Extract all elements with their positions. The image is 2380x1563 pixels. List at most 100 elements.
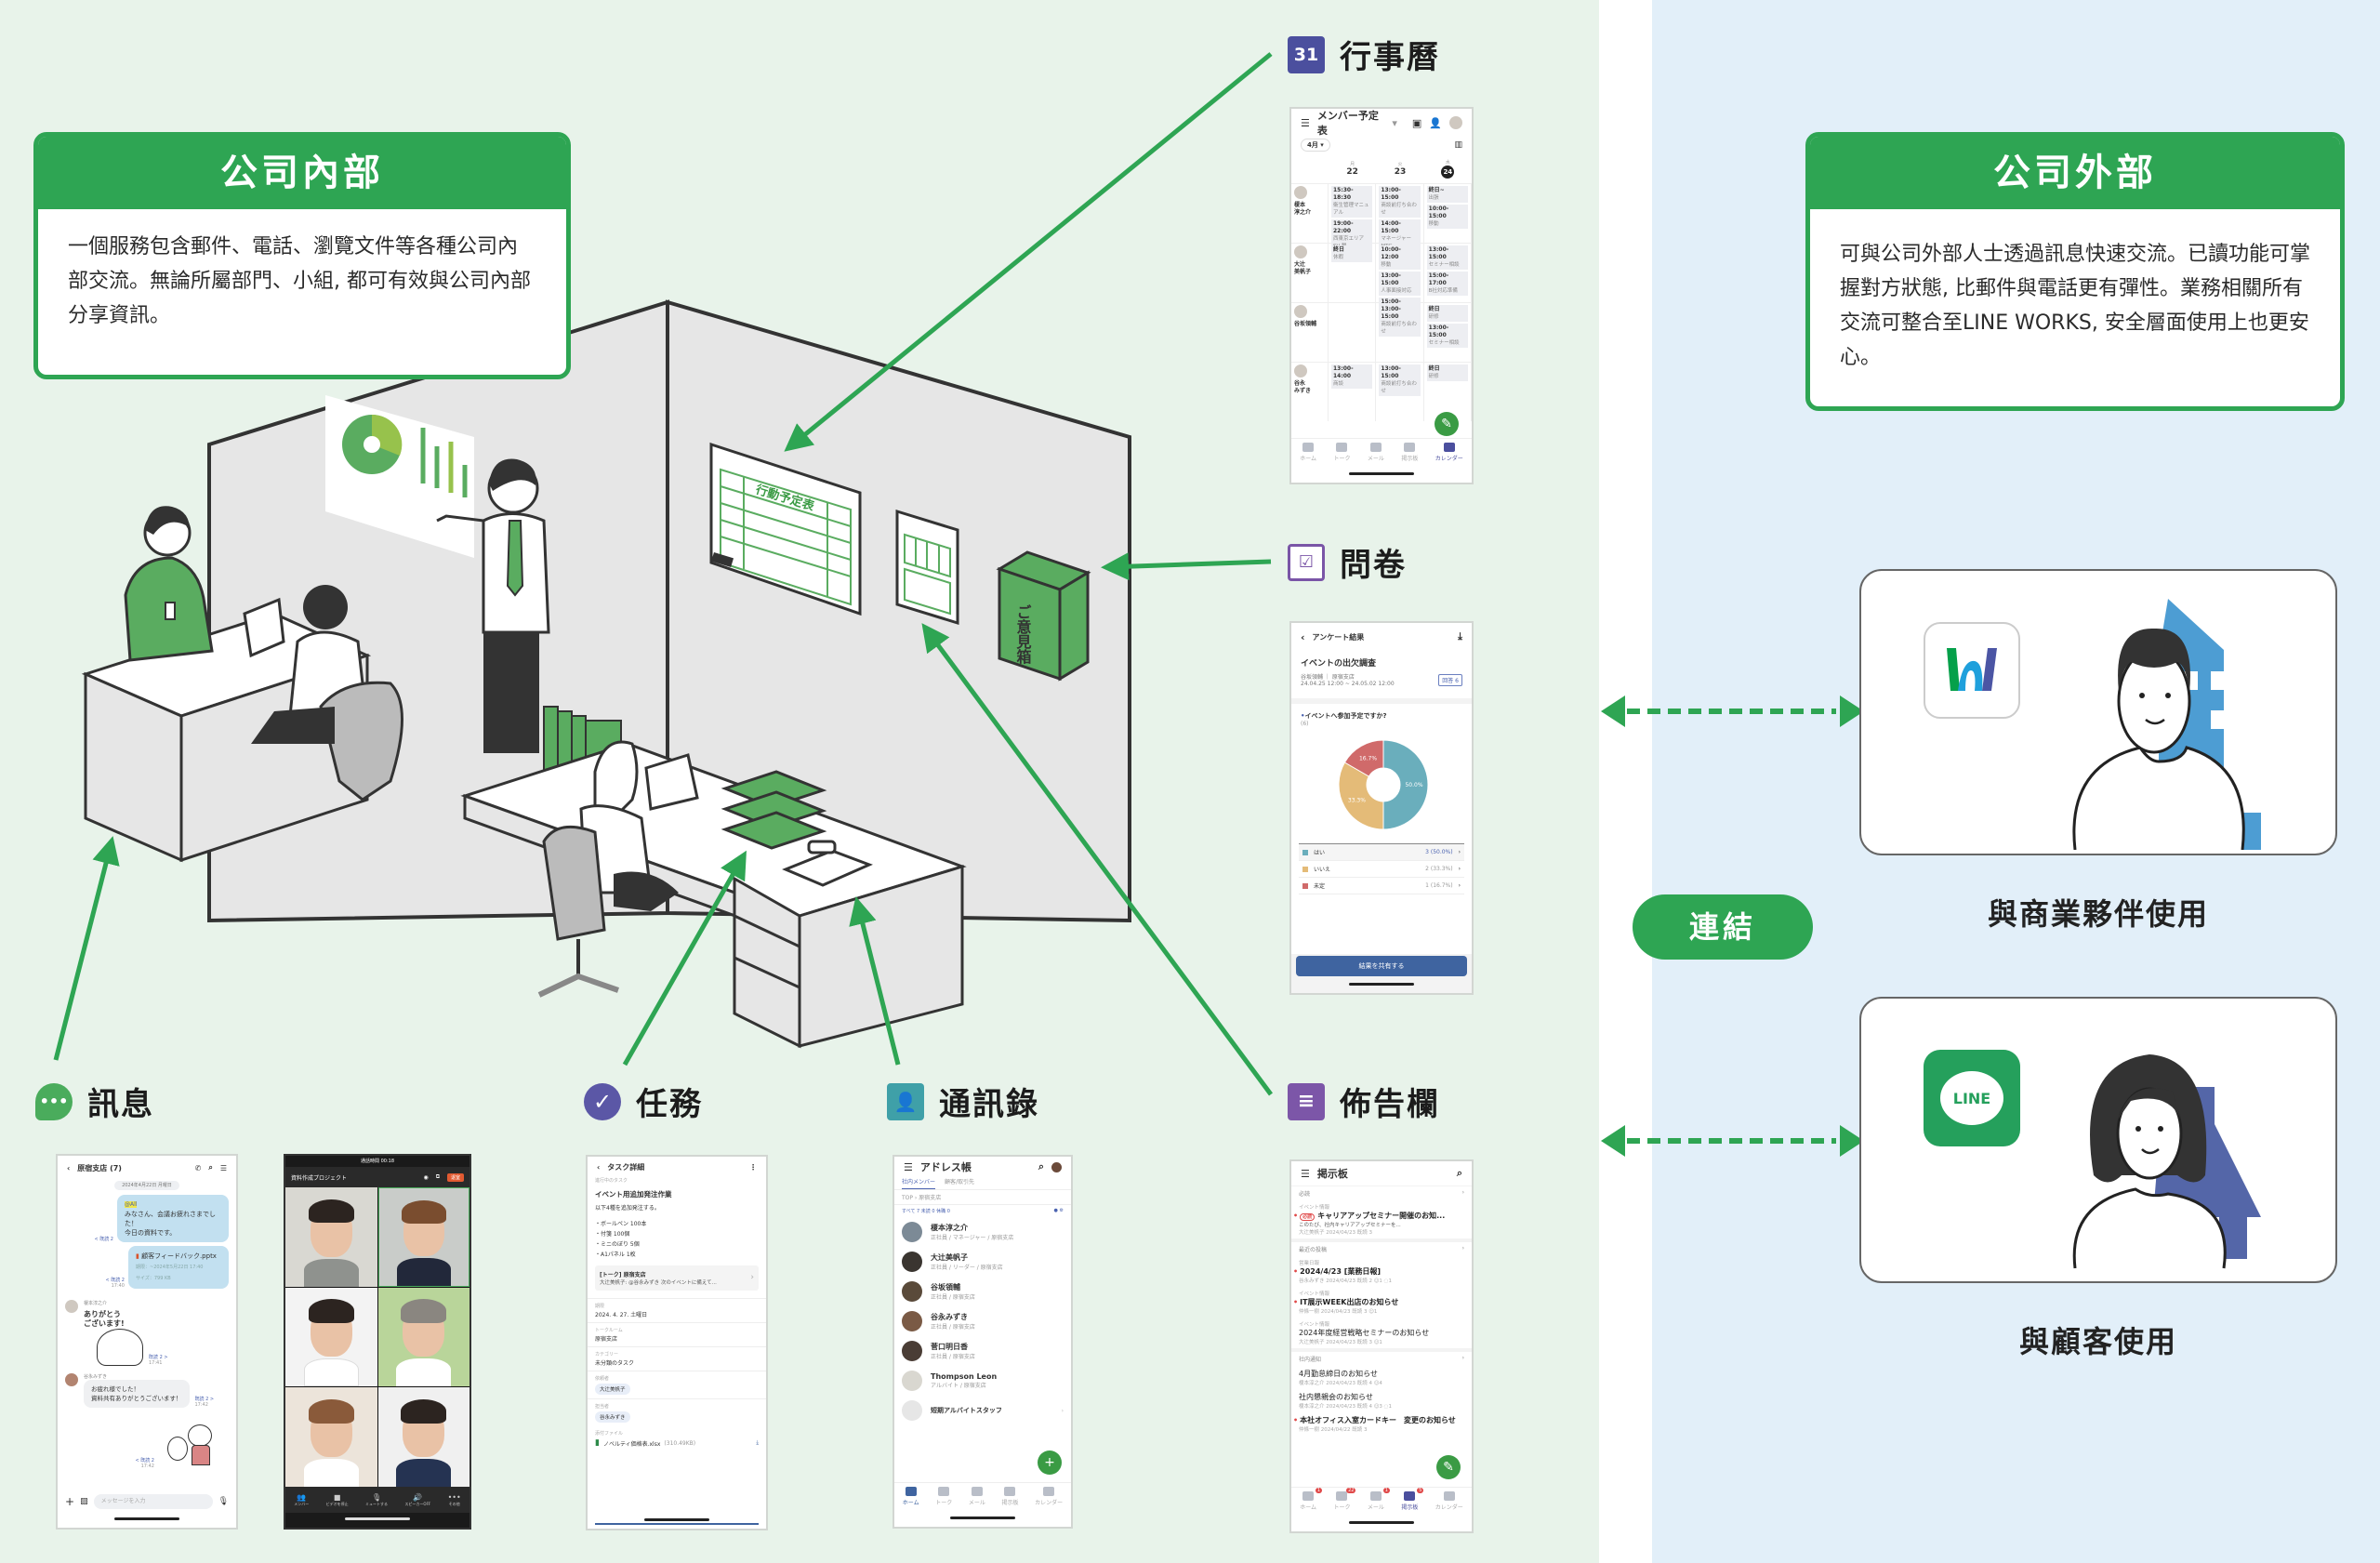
calendar-event[interactable]: 終日研修 <box>1426 364 1468 381</box>
board-section-header[interactable]: 社内通知› <box>1291 1348 1472 1366</box>
video-tile[interactable] <box>377 1187 469 1287</box>
contact-row[interactable]: 谷坂領輔正社員 / 原宿支店 <box>894 1277 1071 1306</box>
video-tile[interactable] <box>285 1387 377 1487</box>
menu-icon[interactable]: ☰ <box>904 1160 913 1173</box>
linked-talk-card[interactable]: [トーク] 原宿支店 大辻美帆子: @谷永みずき 次のイベントに備えて... › <box>595 1265 759 1291</box>
video-tile[interactable] <box>377 1387 469 1487</box>
image-icon[interactable]: ▨ <box>80 1497 88 1506</box>
group-row[interactable]: 短期アルバイトスタッフ › <box>894 1396 1071 1425</box>
back-icon[interactable]: ‹ <box>1301 630 1305 643</box>
tab-掲示板[interactable]: 掲示板 <box>1401 443 1418 462</box>
contact-row[interactable]: 菅口明日香正社員 / 原宿支店 <box>894 1336 1071 1366</box>
camera-switch-icon[interactable]: ◉ <box>423 1173 429 1181</box>
tab-メール[interactable]: メール <box>969 1487 985 1506</box>
donut-slice-1[interactable] <box>1382 739 1429 830</box>
tab-ホーム[interactable]: ホーム <box>903 1487 919 1506</box>
donut-slice-2[interactable] <box>1338 762 1384 830</box>
search-icon[interactable]: ⌕ <box>1456 1167 1462 1179</box>
video-tile[interactable] <box>285 1287 377 1387</box>
tab-カレンダー[interactable]: カレンダー <box>1435 1491 1463 1511</box>
share-results-button[interactable]: 結果を共有する <box>1296 956 1467 976</box>
member-cell[interactable]: 谷坂領輔 <box>1291 303 1329 362</box>
call-control-2[interactable]: ■ビデオを停止 <box>325 1492 349 1506</box>
menu-icon[interactable]: ☰ <box>1301 1167 1310 1180</box>
sender-avatar[interactable] <box>65 1300 78 1313</box>
message-input[interactable]: メッセージを入力 <box>93 1494 213 1509</box>
calendar-day-cell[interactable]: 終日研修 <box>1424 363 1472 421</box>
file-attachment-message[interactable]: ▮ 顧客フィードバック.pptx 期限：~2024年5月22日 17:40 サイ… <box>128 1246 229 1289</box>
download-icon[interactable]: ⤓ <box>1458 630 1462 642</box>
view-toggle-icon[interactable]: ▥ <box>1454 140 1462 150</box>
tab-掲示板[interactable]: 掲示板 <box>1001 1487 1019 1506</box>
board-post[interactable]: 4月勤怠締日のお知らせ榎本淳之介 2024/04/23 既読 4 ☺4 <box>1291 1366 1472 1389</box>
leave-call-button[interactable]: 退室 <box>446 1172 464 1182</box>
contacts-tab[interactable]: 社内メンバー <box>902 1177 936 1189</box>
contact-row[interactable]: 榎本淳之介正社員 / マネージャー / 原宿支店 <box>894 1217 1071 1247</box>
member-cell[interactable]: 谷永 みずき <box>1291 363 1329 421</box>
dropdown-icon[interactable]: ▾ <box>1392 116 1397 129</box>
month-selector[interactable]: 4月 ▾ <box>1301 139 1330 152</box>
contact-row[interactable]: 谷永みずき正社員 / 原宿支店 <box>894 1306 1071 1336</box>
back-icon[interactable]: ‹ <box>597 1162 601 1172</box>
edit-fab-button[interactable]: ✎ <box>1435 412 1459 436</box>
people-icon[interactable]: 👤 <box>1429 116 1442 129</box>
sender-avatar[interactable] <box>65 1373 78 1386</box>
donut-slice-3[interactable] <box>1343 739 1384 777</box>
member-cell[interactable]: 大辻 美帆子 <box>1291 244 1329 325</box>
responses-badge[interactable]: 回答 6 <box>1438 673 1462 686</box>
menu-icon[interactable]: ☰ <box>219 1163 227 1172</box>
tab-トーク[interactable]: トーク <box>935 1487 952 1506</box>
search-icon[interactable]: ⌕ <box>208 1163 213 1172</box>
calendar-day-cell[interactable]: 終日休暇 <box>1329 244 1377 325</box>
board-post[interactable]: イベント情報必読キャリアアップセミナー開催のお知...このたび、社内キャリアアッ… <box>1291 1200 1472 1238</box>
back-icon[interactable]: ‹ <box>67 1163 71 1172</box>
microphone-icon[interactable]: 🎙 <box>218 1497 229 1506</box>
call-control-1[interactable]: 👥メンバー <box>294 1492 310 1506</box>
task-field[interactable]: 依頼者大辻美帆子 <box>588 1371 766 1398</box>
task-field[interactable]: 担当者谷永みずき <box>588 1398 766 1426</box>
task-field[interactable]: カテゴリー未分類のタスク <box>588 1346 766 1371</box>
tab-メール[interactable]: メール <box>1368 443 1384 462</box>
search-icon[interactable]: ⌕ <box>1038 1160 1044 1172</box>
contact-row[interactable]: 大辻美帆子正社員 / リーダー / 原宿支店 <box>894 1247 1071 1277</box>
download-icon[interactable]: ⤓ <box>756 1439 759 1446</box>
board-section-header[interactable]: 必読› <box>1291 1185 1472 1200</box>
video-tile[interactable] <box>285 1187 377 1287</box>
board-post[interactable]: 営業日報2024/4/23 [業務日報]谷永みずき 2024/04/23 既読 … <box>1291 1256 1472 1287</box>
contacts-tab[interactable]: 顧客/取引先 <box>945 1179 975 1185</box>
calendar-event[interactable]: 終日研修 <box>1426 305 1468 322</box>
more-icon[interactable]: ⋮ <box>749 1162 757 1172</box>
video-tile[interactable] <box>377 1287 469 1387</box>
tab-カレンダー[interactable]: カレンダー <box>1435 443 1463 462</box>
avatar[interactable] <box>1449 116 1462 129</box>
call-icon[interactable]: ✆ <box>194 1163 202 1172</box>
calendar-event[interactable]: 終日~出張 <box>1426 186 1468 203</box>
settings-icon[interactable]: ⚙ <box>1059 1208 1064 1213</box>
